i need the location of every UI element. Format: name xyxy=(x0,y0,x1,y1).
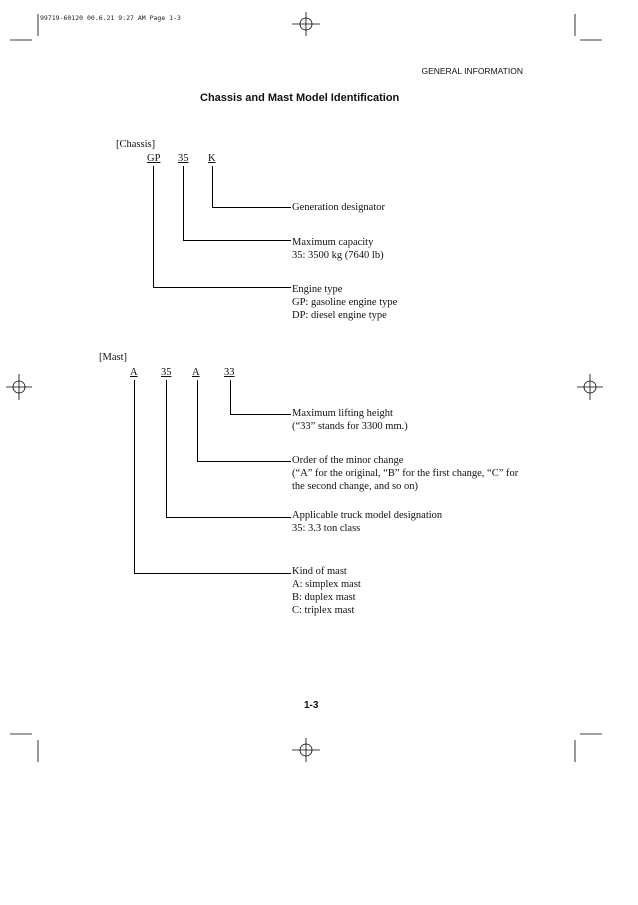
desc-line: 35: 3500 kg (7640 lb) xyxy=(292,250,384,261)
desc-line: DP: diesel engine type xyxy=(292,310,387,321)
desc-line: 35: 3.3 ton class xyxy=(292,523,361,534)
mast-code-change: A xyxy=(192,367,200,378)
chassis-label: [Chassis] xyxy=(116,139,156,150)
desc-line: the second change, and so on) xyxy=(292,481,418,492)
mast-code-height: 33 xyxy=(224,367,235,378)
leader-kind-h xyxy=(134,573,291,574)
leader-kind-v xyxy=(134,380,135,574)
desc-line: Order of the minor change xyxy=(292,455,404,466)
chassis-desc-capacity: Maximum capacity 35: 3500 kg (7640 lb) xyxy=(292,236,384,262)
registration-mark-right xyxy=(577,374,603,400)
leader-engine-h xyxy=(153,287,291,288)
registration-mark-top xyxy=(292,12,320,36)
chassis-code-engine: GP xyxy=(147,153,161,164)
desc-line: (“33” stands for 3300 mm.) xyxy=(292,421,408,432)
desc-line: GP: gasoline engine type xyxy=(292,297,398,308)
chassis-code-capacity: 35 xyxy=(178,153,189,164)
desc-line: C: triplex mast xyxy=(292,605,355,616)
chassis-code-generation: K xyxy=(208,153,216,164)
desc-line: A: simplex mast xyxy=(292,579,361,590)
leader-generation-h xyxy=(212,207,291,208)
mast-label: [Mast] xyxy=(99,352,127,363)
leader-capacity-h xyxy=(183,240,291,241)
desc-line: Engine type xyxy=(292,284,343,295)
desc-line: Applicable truck model designation xyxy=(292,510,443,521)
desc-line: Generation designator xyxy=(292,202,386,213)
leader-engine-v xyxy=(153,166,154,288)
desc-line: B: duplex mast xyxy=(292,592,356,603)
section-header: GENERAL INFORMATION xyxy=(421,66,523,76)
desc-line: Kind of mast xyxy=(292,566,347,577)
chassis-desc-engine: Engine type GP: gasoline engine type DP:… xyxy=(292,283,397,322)
leader-truck-v xyxy=(166,380,167,518)
leader-capacity-v xyxy=(183,166,184,241)
registration-mark-left xyxy=(6,374,32,400)
desc-line: (“A” for the original, “B” for the first… xyxy=(292,468,519,479)
leader-height-h xyxy=(230,414,291,415)
page-title: Chassis and Mast Model Identification xyxy=(200,92,400,104)
print-slug: 99719-60120 00.6.21 9:27 AM Page 1-3 xyxy=(40,14,181,22)
leader-change-v xyxy=(197,380,198,462)
mast-code-kind: A xyxy=(130,367,138,378)
leader-height-v xyxy=(230,380,231,415)
leader-generation-v xyxy=(212,166,213,208)
desc-line: Maximum capacity xyxy=(292,237,374,248)
mast-desc-truck: Applicable truck model designation 35: 3… xyxy=(292,509,442,535)
mast-desc-height: Maximum lifting height (“33” stands for … xyxy=(292,407,408,433)
leader-change-h xyxy=(197,461,291,462)
chassis-desc-generation: Generation designator xyxy=(292,201,385,214)
mast-code-truck: 35 xyxy=(161,367,172,378)
mast-desc-kind: Kind of mast A: simplex mast B: duplex m… xyxy=(292,565,361,617)
mast-desc-change: Order of the minor change (“A” for the o… xyxy=(292,454,518,493)
page-number: 1-3 xyxy=(304,700,319,711)
leader-truck-h xyxy=(166,517,291,518)
registration-mark-bottom xyxy=(292,738,320,762)
desc-line: Maximum lifting height xyxy=(292,408,393,419)
